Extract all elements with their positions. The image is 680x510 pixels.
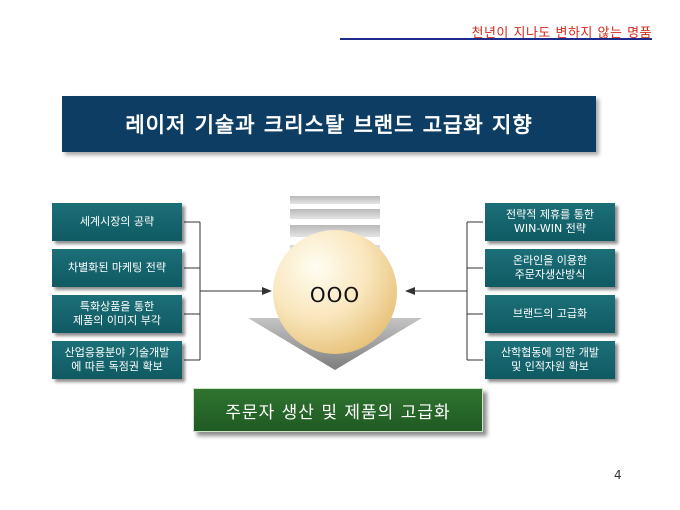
right-connector [415, 221, 483, 361]
left-box-2-line1: 차별화된 마케팅 전략 [67, 261, 167, 274]
left-box-3-line2: 제품의 이미지 부각 [73, 314, 161, 327]
left-box-2: 차별화된 마케팅 전략 [52, 249, 182, 287]
left-box-1: 세계시장의 공략 [52, 203, 182, 241]
right-box-2: 온라인을 이용한 주문자생산방식 [485, 249, 615, 287]
result-text: 주문자 생산 및 제품의 고급화 [225, 402, 451, 423]
left-box-4: 산업응용분야 기술개발 에 따른 독점권 확보 [52, 341, 182, 379]
slide-title: 레이저 기술과 크리스탈 브랜드 고급화 지향 [125, 113, 533, 137]
left-arrowhead [262, 287, 272, 295]
center-circle [273, 230, 397, 354]
left-box-3-line1: 특화상품을 통한 [79, 300, 155, 313]
right-box-4-line1: 산학협동에 의한 개발 [500, 346, 600, 359]
result-banner: 주문자 생산 및 제품의 고급화 [193, 388, 483, 432]
header-slogan: 천년이 지나도 변하지 않는 명품 [471, 26, 652, 41]
left-box-1-line1: 세계시장의 공략 [79, 215, 155, 228]
left-box-3: 특화상품을 통한 제품의 이미지 부각 [52, 295, 182, 333]
page-number: 4 [614, 468, 622, 482]
right-box-1-line2: WIN-WIN 전략 [514, 222, 586, 235]
header-rule [340, 38, 652, 40]
right-box-3: 브랜드의 고급화 [485, 295, 615, 333]
right-arrowhead [405, 287, 415, 295]
left-box-4-line2: 에 따른 독점권 확보 [71, 360, 163, 373]
right-box-2-line2: 주문자생산방식 [514, 268, 586, 281]
right-box-3-line1: 브랜드의 고급화 [512, 307, 588, 320]
title-banner: 레이저 기술과 크리스탈 브랜드 고급화 지향 [62, 96, 596, 152]
center-label: OOO [309, 283, 361, 307]
right-box-2-line1: 온라인을 이용한 [512, 254, 588, 267]
left-box-4-line1: 산업응용분야 기술개발 [64, 346, 170, 359]
left-connector [184, 221, 262, 361]
right-box-4-line2: 및 인적자원 확보 [511, 360, 589, 373]
right-box-1-line1: 전략적 제휴를 통한 [506, 208, 594, 221]
right-box-1: 전략적 제휴를 통한 WIN-WIN 전략 [485, 203, 615, 241]
right-box-4: 산학협동에 의한 개발 및 인적자원 확보 [485, 341, 615, 379]
